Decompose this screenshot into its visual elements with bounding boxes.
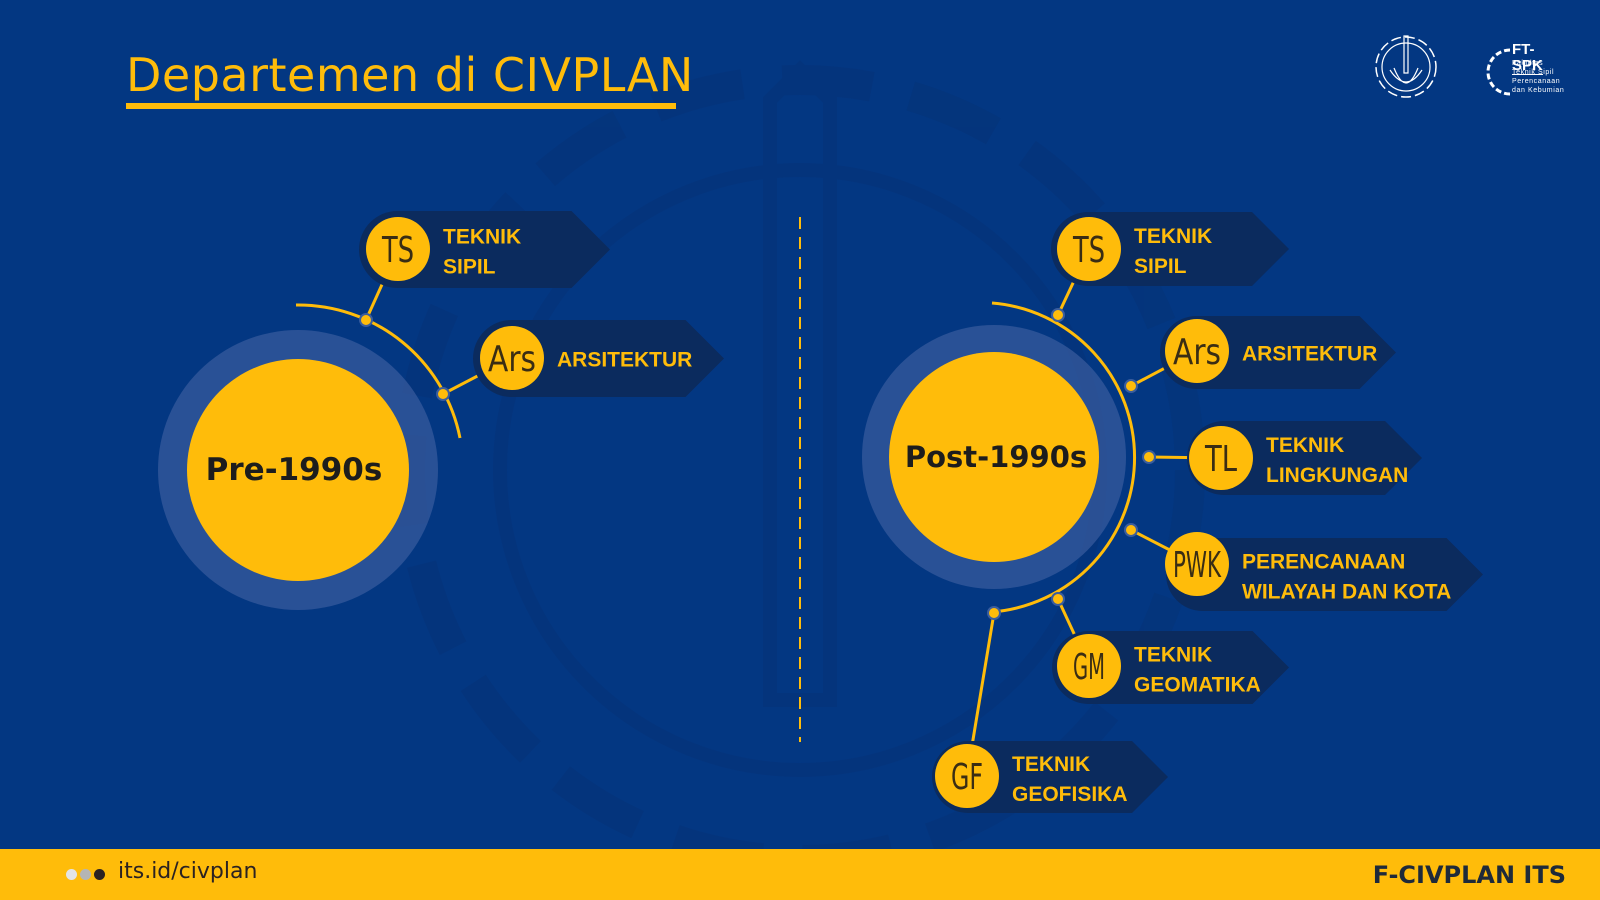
arc-dot — [1051, 308, 1065, 322]
arc-dot — [436, 387, 450, 401]
post-circle — [889, 352, 1099, 562]
department-badge — [1057, 217, 1121, 281]
department-name-line: TEKNIK — [1266, 434, 1344, 457]
department-abbr: TS — [381, 230, 414, 271]
department-abbr: TS — [1072, 230, 1105, 271]
department-name-line: WILAYAH DAN KOTA — [1242, 581, 1451, 604]
pre-1990s-group: Pre-1990s — [158, 303, 462, 610]
pre-arc — [295, 303, 462, 439]
department-name-line: SIPIL — [443, 256, 496, 279]
department-name-line: GEOFISIKA — [1012, 783, 1128, 806]
department-name-line: GEOMATIKA — [1134, 674, 1261, 697]
arc-dot — [987, 606, 1001, 620]
footer-url[interactable]: its.id/civplan — [118, 859, 258, 884]
department-badge — [1057, 634, 1121, 698]
department-abbr: Ars — [1173, 332, 1221, 373]
title-underline — [126, 103, 676, 109]
department-name-line: ARSITEKTUR — [557, 349, 692, 372]
department-name-line: TEKNIK — [443, 226, 521, 249]
department-pill — [1166, 538, 1483, 611]
department-abbr: GM — [1073, 647, 1105, 688]
department-badge — [1165, 532, 1229, 596]
department-abbr: Ars — [488, 339, 536, 380]
ftspk-line: Perencanaan — [1512, 78, 1561, 85]
its-logo — [1375, 35, 1437, 98]
department-post-gm: GM TEKNIK GEOMATIKA — [1051, 592, 1289, 704]
department-name-line: SIPIL — [1134, 255, 1187, 278]
department-post-tl: TL TEKNIK LINGKUNGAN — [1142, 421, 1422, 495]
department-pre-ts: TS TEKNIK SIPIL — [359, 211, 610, 327]
footer-brand: F-CIVPLAN ITS — [1372, 861, 1566, 889]
department-pre-ars: Ars ARSITEKTUR — [436, 320, 724, 401]
department-badge — [480, 326, 544, 390]
footer-bar: its.id/civplan F-CIVPLAN ITS — [0, 849, 1600, 900]
department-abbr: GF — [951, 757, 983, 798]
dots-icon — [66, 869, 105, 880]
pre-label: Pre-1990s — [206, 452, 383, 488]
arc-dot — [1124, 379, 1138, 393]
post-label: Post-1990s — [905, 440, 1087, 474]
gear-icon — [1486, 48, 1511, 96]
department-post-pwk: PWK PERENCANAAN WILAYAH DAN KOTA — [1124, 523, 1483, 611]
arc-dot — [1124, 523, 1138, 537]
department-post-ars: Ars ARSITEKTUR — [1124, 316, 1396, 393]
department-name-line: PERENCANAAN — [1242, 551, 1405, 574]
department-name-line: ARSITEKTUR — [1242, 343, 1377, 366]
department-name-line: TEKNIK — [1012, 753, 1090, 776]
pre-circle — [187, 359, 409, 581]
department-badge — [1189, 426, 1253, 490]
department-badge — [935, 744, 999, 808]
department-post-ts: TS TEKNIK SIPIL — [1051, 212, 1289, 322]
post-1990s-group: Post-1990s — [862, 301, 1136, 614]
department-name-line: LINGKUNGAN — [1266, 464, 1408, 487]
ftspk-line: Teknik Sipil — [1512, 69, 1555, 76]
ftspk-line: Fakultas — [1512, 60, 1544, 67]
department-badge — [366, 217, 430, 281]
department-name-line: TEKNIK — [1134, 644, 1212, 667]
department-abbr: TL — [1204, 439, 1237, 480]
arc-dot — [1051, 592, 1065, 606]
post-arc — [991, 301, 1136, 614]
ftspk-line: dan Kebumian — [1512, 87, 1565, 94]
department-badge — [1165, 319, 1229, 383]
department-abbr: PWK — [1173, 545, 1222, 586]
department-name-line: TEKNIK — [1134, 225, 1212, 248]
arc-dot — [1142, 450, 1156, 464]
ftspk-name: FT-SPK — [1512, 41, 1543, 75]
department-post-gf: GF TEKNIK GEOFISIKA — [932, 606, 1168, 813]
page-title: Departemen di CIVPLAN — [126, 48, 694, 102]
arc-dot — [359, 313, 373, 327]
